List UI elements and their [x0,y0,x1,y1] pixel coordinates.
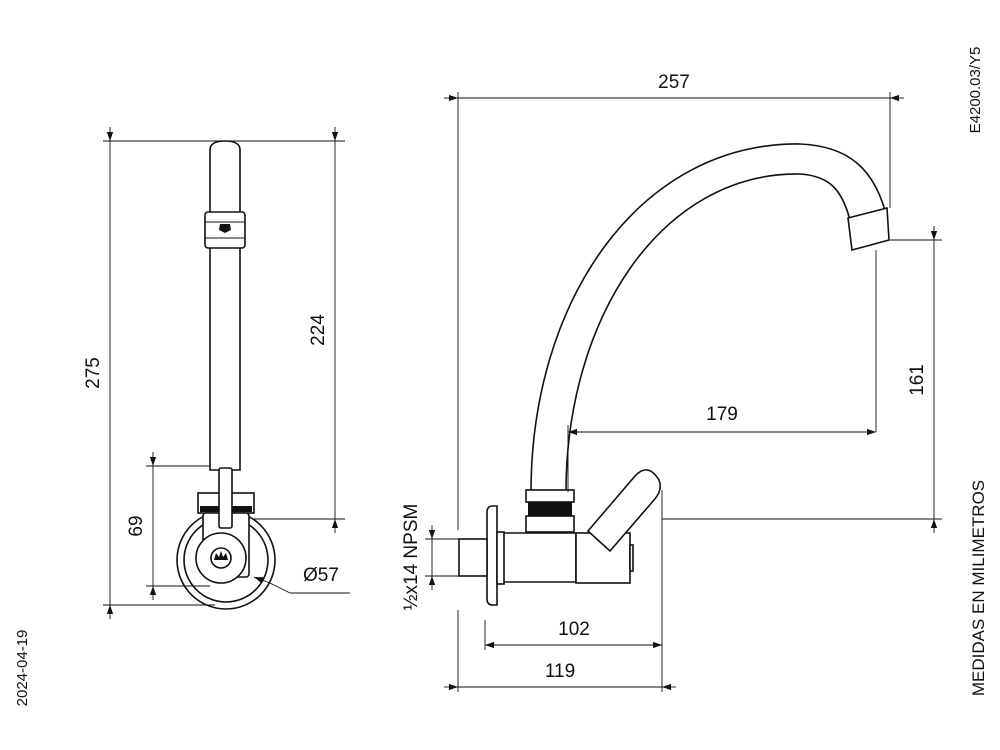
side-dimensions: 257 161 179 102 119 ½x14 NPSM [401,72,942,692]
side-spout-outer [530,143,889,493]
drawing-date: 2024-04-19 [14,630,31,707]
front-view [176,140,276,610]
side-wall-flange [486,505,498,606]
dim-total-reach: 257 [658,72,690,93]
side-aerator [847,206,890,252]
dim-total-height: 275 [83,357,104,389]
dim-base-height: 69 [126,515,147,536]
side-handle-lever [586,469,661,553]
dim-flange-diameter: Ø57 [303,565,339,586]
dim-handle-reach: 102 [558,619,590,640]
dim-thread-spec: ½x14 NPSM [401,504,422,611]
brand-logo-icon [214,551,228,560]
side-knurled-nut [528,502,572,516]
units-note: MEDIDAS EN MILIMETROS [969,480,988,696]
front-dimensions: 275 224 69 Ø57 [83,127,350,619]
drawing-code: E4200.03/Y5 [967,47,984,134]
front-spout-tube [209,140,241,471]
swivel-mark-icon [219,224,231,233]
side-spout-inner [565,173,851,493]
dim-outlet-height: 161 [907,364,928,396]
side-valve-body [495,532,577,583]
dim-overall-depth: 119 [545,661,575,682]
dim-spout-height: 224 [308,314,329,346]
side-view [458,143,890,606]
front-handle-lever [218,467,233,529]
side-thread-inlet [458,538,488,577]
side-collar [525,489,575,503]
dim-spout-reach: 179 [706,404,738,425]
